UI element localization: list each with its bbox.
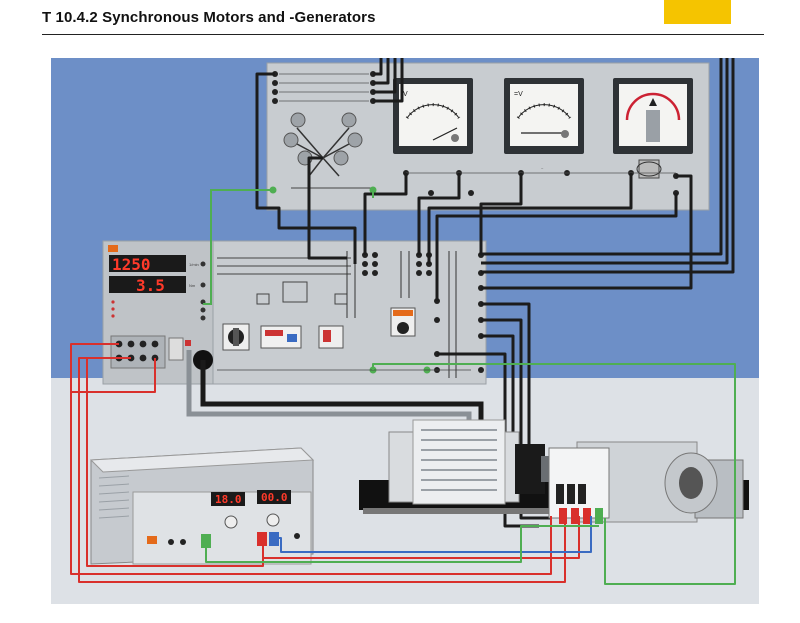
experiment-setup-figure: V =V ~ xyxy=(51,58,759,604)
dc-voltmeter: =V xyxy=(504,78,584,154)
current-display: 00.0 xyxy=(261,491,288,504)
phase-angle-meter xyxy=(613,78,693,154)
voltmeter-unit-label: V xyxy=(403,91,408,98)
dc-voltmeter-unit-label: =V xyxy=(514,91,523,98)
voltage-display: 18.0 xyxy=(215,493,242,506)
page-title: T 10.4.2 Synchronous Motors and -Generat… xyxy=(42,9,376,26)
measurement-cables xyxy=(255,58,735,301)
star-connection-block xyxy=(283,112,363,177)
switch-fuse-area xyxy=(217,257,416,351)
svg-text:1/min: 1/min xyxy=(189,262,199,267)
section-tab-marker xyxy=(664,0,731,24)
torque-display: 3.5 xyxy=(136,276,165,295)
meter-panel: V =V ~ xyxy=(266,62,710,211)
machine-terminal-plugs xyxy=(556,484,603,524)
svg-text:Nm: Nm xyxy=(189,283,196,288)
earth-cable-top xyxy=(203,189,273,305)
speed-display: 1250 xyxy=(112,255,151,274)
control-socket-block xyxy=(110,335,191,369)
supply-cables xyxy=(70,343,736,585)
dc-power-supply: 18.0 00.0 xyxy=(89,447,315,565)
svg-text:~: ~ xyxy=(541,166,544,171)
header-divider xyxy=(42,34,764,35)
ac-voltmeter: V xyxy=(393,78,473,154)
